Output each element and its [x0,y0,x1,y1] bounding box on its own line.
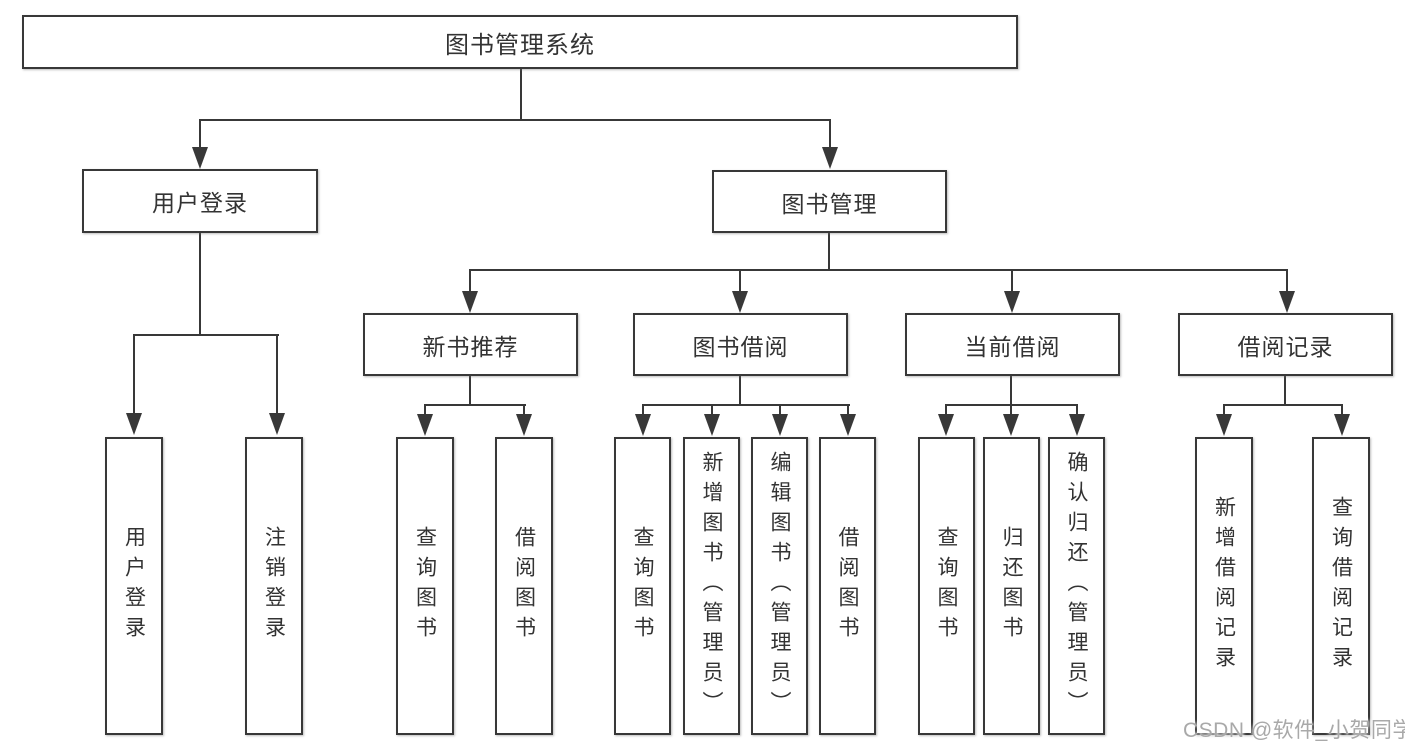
csdn-watermark: CSDN @软件_小贺同学 [1183,719,1405,742]
node-new-book-rec: 新书推荐 [363,313,578,376]
arrowhead-icon [1069,414,1085,436]
node-book-borrow-label: 图书借阅 [692,333,789,360]
leaf-add-borrow-record: 新增借阅记录 [1195,437,1253,735]
connector-leaf-stem [642,404,644,416]
connector-borrow-records-stem [1284,374,1286,406]
connector-new-book-rec-stem [469,374,471,406]
connector-root-to-book-mgmt [829,119,831,149]
connector-user-login-stem [199,231,201,336]
connector-root-to-user-login [199,119,201,149]
arrowhead-icon [192,147,208,169]
arrowhead-icon [938,414,954,436]
node-book-borrow: 图书借阅 [633,313,848,376]
connector-leaf-stem [1076,404,1078,416]
connector-leaf-stem [1341,404,1343,416]
node-current-borrow: 当前借阅 [905,313,1120,376]
arrowhead-icon [1334,414,1350,436]
arrowhead-icon [1216,414,1232,436]
leaf-return-books: 归还图书 [983,437,1040,735]
arrowhead-icon [126,413,142,435]
node-user-login: 用户登录 [82,169,318,233]
connector-new-book-rec-branch [424,404,526,406]
leaf-user-login-label: 用户登录 [122,526,146,646]
node-book-mgmt: 图书管理 [712,170,947,233]
arrowhead-icon [704,414,720,436]
leaf-add-books-admin-label: 新增图书（管理员） [700,451,723,721]
leaf-query-borrow-record: 查询借阅记录 [1312,437,1370,735]
connector-to-borrow-records [1286,269,1288,293]
leaf-edit-books-admin-label: 编辑图书（管理员） [768,451,791,721]
leaf-confirm-return-admin-label: 确认归还（管理员） [1065,451,1088,721]
connector-root-branch [199,119,831,121]
node-borrow-records: 借阅记录 [1178,313,1393,376]
leaf-user-login: 用户登录 [105,437,163,735]
connector-current-borrow-stem [1010,374,1012,406]
arrowhead-icon [840,414,856,436]
leaf-borrow-books-rec-label: 借阅图书 [512,526,536,646]
connector-leaf-stem [523,404,525,416]
connector-book-borrow-stem [739,374,741,406]
leaf-borrow-books-rec: 借阅图书 [495,437,553,735]
connector-book-mgmt-branch [469,269,1288,271]
connector-book-mgmt-stem [828,231,830,271]
arrowhead-icon [1279,291,1295,313]
connector-to-new-book-rec [469,269,471,293]
connector-root-stem [520,67,522,121]
connector-to-book-borrow [739,269,741,293]
node-root: 图书管理系统 [22,15,1018,69]
connector-leaf-stem [779,404,781,416]
arrowhead-icon [462,291,478,313]
leaf-edit-books-admin: 编辑图书（管理员） [751,437,808,735]
node-current-borrow-label: 当前借阅 [964,333,1061,360]
leaf-query-books-borrow: 查询图书 [614,437,671,735]
leaf-query-books-rec: 查询图书 [396,437,454,735]
connector-leaf-stem [1010,404,1012,416]
leaf-query-books-current: 查询图书 [918,437,975,735]
leaf-query-borrow-record-label: 查询借阅记录 [1329,496,1353,676]
leaf-query-books-rec-label: 查询图书 [413,526,437,646]
leaf-confirm-return-admin: 确认归还（管理员） [1048,437,1105,735]
leaf-logout-label: 注销登录 [262,526,286,646]
arrowhead-icon [772,414,788,436]
leaf-query-books-borrow-label: 查询图书 [631,526,654,646]
node-new-book-rec-label: 新书推荐 [422,333,519,360]
connector-leaf-stem [1223,404,1225,416]
node-book-mgmt-label: 图书管理 [781,190,878,217]
connector-to-leaf-user-login [133,334,135,414]
leaf-add-borrow-record-label: 新增借阅记录 [1212,496,1236,676]
node-user-login-label: 用户登录 [152,190,248,216]
arrowhead-icon [1003,414,1019,436]
connector-book-borrow-branch [642,404,850,406]
node-root-label: 图书管理系统 [445,31,595,59]
node-borrow-records-label: 借阅记录 [1237,333,1334,360]
arrowhead-icon [1004,291,1020,313]
connector-leaf-stem [847,404,849,416]
leaf-add-books-admin: 新增图书（管理员） [683,437,740,735]
arrowhead-icon [516,414,532,436]
connector-to-current-borrow [1011,269,1013,293]
leaf-borrow-books: 借阅图书 [819,437,876,735]
leaf-borrow-books-label: 借阅图书 [836,526,859,646]
arrowhead-icon [417,414,433,436]
connector-borrow-records-branch [1223,404,1343,406]
connector-leaf-stem [945,404,947,416]
leaf-return-books-label: 归还图书 [1000,526,1023,646]
connector-leaf-stem [424,404,426,416]
connector-leaf-stem [711,404,713,416]
connector-user-login-branch [133,334,279,336]
arrowhead-icon [732,291,748,313]
arrowhead-icon [635,414,651,436]
arrowhead-icon [269,413,285,435]
arrowhead-icon [822,147,838,169]
leaf-query-books-current-label: 查询图书 [935,526,958,646]
leaf-logout: 注销登录 [245,437,303,735]
connector-to-leaf-logout [276,334,278,414]
